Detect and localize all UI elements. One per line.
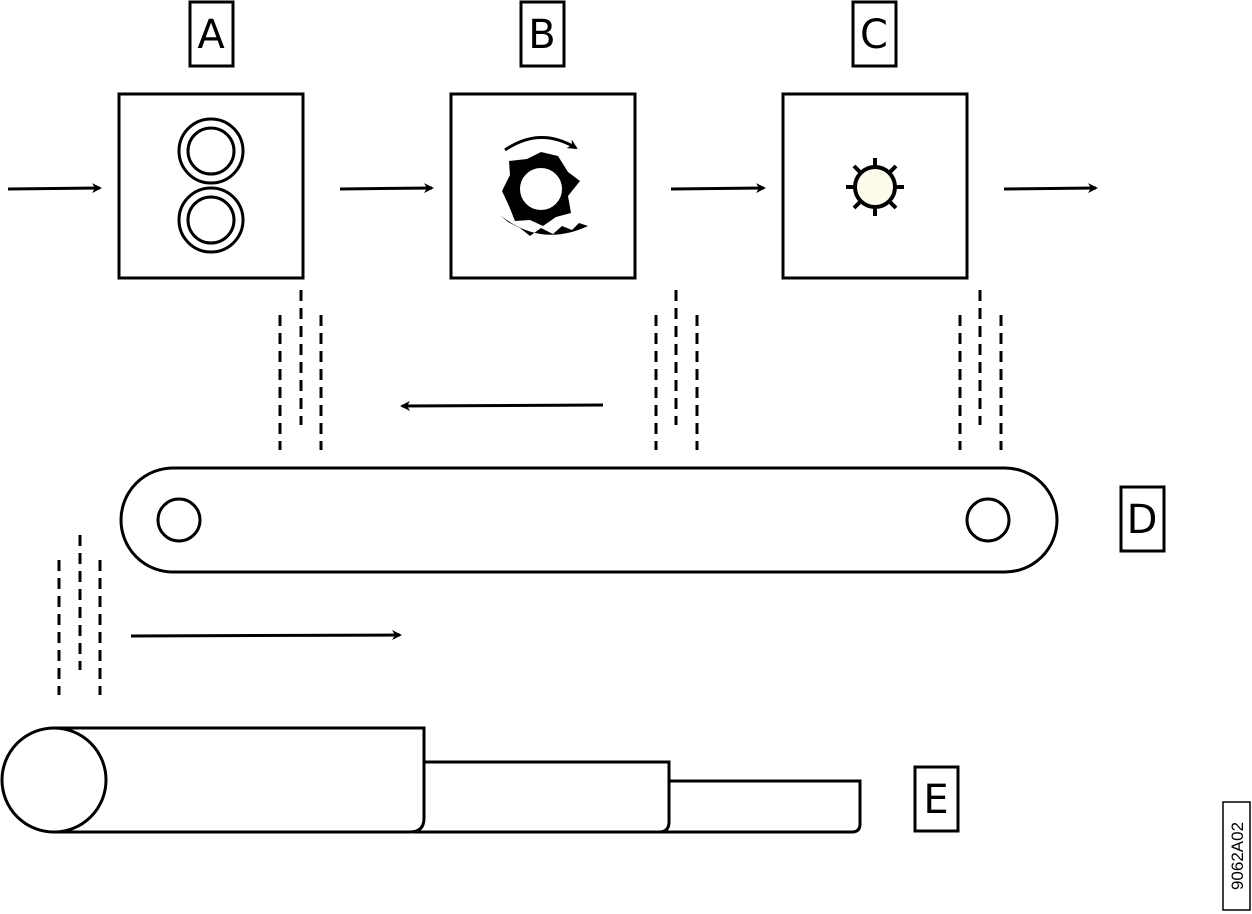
dust-stream-discharge [57,535,102,695]
flow-arrow-out [1003,183,1098,194]
flow-arrow-b-to-c [670,183,766,194]
stage-a-box [117,92,305,280]
label-d: D [1127,497,1158,543]
flow-arrow-in [7,183,102,194]
collector-end-cap [0,726,108,834]
conveyor-direction-arrow [400,400,604,411]
label-d-box: D [1119,485,1166,553]
collector-flow-arrow [130,630,402,641]
label-a-box: A [188,0,235,68]
label-e-box: E [913,765,960,833]
dust-stream-b [654,290,699,450]
label-e: E [923,777,948,823]
label-c: C [860,12,888,58]
conveyor-belt [119,466,1059,574]
figure-code-box: 9062A02 [1222,801,1251,911]
label-a: A [197,12,225,58]
conveyor-pulley-left [156,497,202,543]
figure-code: 9062A02 [1228,822,1247,890]
collector-section-small [658,779,862,834]
dust-stream-a [278,290,323,450]
dust-stream-c [958,290,1003,450]
flow-arrow-a-to-b [339,183,434,194]
label-c-box: C [851,0,898,68]
twin-rollers-icon [177,117,245,254]
grinder-icon [500,136,588,236]
collector-tube [0,726,862,834]
stage-c-box [781,92,969,280]
label-b-box: B [519,0,566,68]
label-b: B [528,12,555,58]
pellet-icon [846,158,904,216]
collector-section-large [52,726,426,834]
stage-b-box [449,92,637,280]
conveyor-pulley-right [965,497,1011,543]
collector-section-medium [413,760,671,834]
